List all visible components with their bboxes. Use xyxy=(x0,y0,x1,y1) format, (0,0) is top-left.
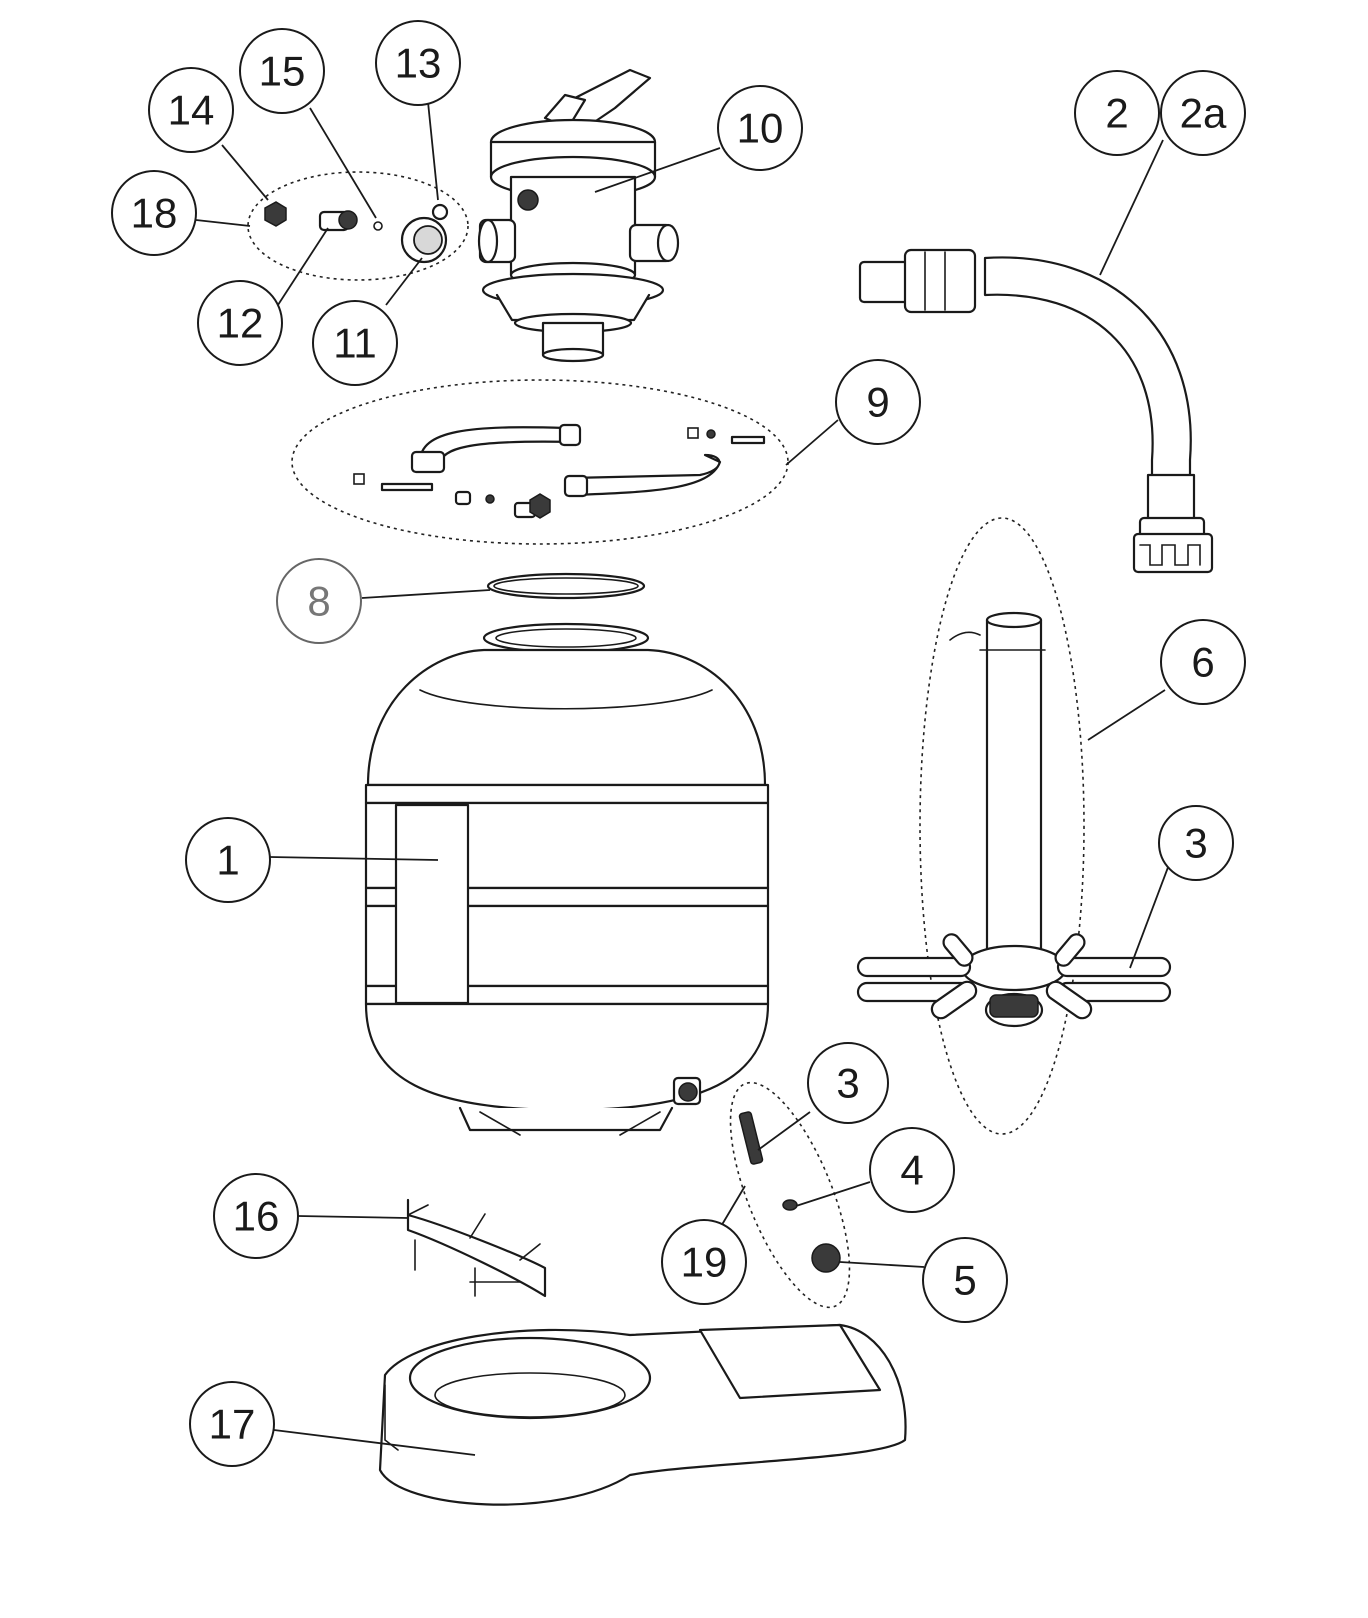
part-tank-support xyxy=(406,1198,547,1298)
callout-13: 13 xyxy=(375,20,461,106)
callout-5-label: 5 xyxy=(953,1257,976,1304)
part-drain-set xyxy=(729,1081,851,1309)
part-multiport-valve xyxy=(477,68,680,363)
callout-6: 6 xyxy=(1160,619,1246,705)
callout-9-label: 9 xyxy=(866,379,889,426)
callout-6-label: 6 xyxy=(1191,639,1214,686)
part-tank-o-ring xyxy=(486,572,646,600)
callout-11: 11 xyxy=(312,300,398,386)
callout-12: 12 xyxy=(197,280,283,366)
callout-1: 1 xyxy=(185,817,271,903)
part-connection-hose xyxy=(858,248,1214,574)
callout-13-label: 13 xyxy=(395,40,442,87)
callout-4: 4 xyxy=(869,1127,955,1213)
callout-19-label: 19 xyxy=(681,1239,728,1286)
part-filter-base xyxy=(378,1323,907,1506)
callout-3-drain-label: 3 xyxy=(836,1060,859,1107)
part-filter-tank xyxy=(364,622,770,1136)
callout-2a: 2a xyxy=(1160,70,1246,156)
callout-3-laterals-label: 3 xyxy=(1184,820,1207,867)
callout-2: 2 xyxy=(1074,70,1160,156)
callout-16: 16 xyxy=(213,1173,299,1259)
callout-15-label: 15 xyxy=(259,48,306,95)
callout-18: 18 xyxy=(111,170,197,256)
callout-10-label: 10 xyxy=(737,105,784,152)
callout-3-drain: 3 xyxy=(807,1042,889,1124)
callout-17: 17 xyxy=(189,1381,275,1467)
callout-11-label: 11 xyxy=(333,320,377,367)
callout-15: 15 xyxy=(239,28,325,114)
callout-17-label: 17 xyxy=(209,1401,256,1448)
callout-8-label: 8 xyxy=(307,578,330,625)
callout-4-label: 4 xyxy=(900,1147,923,1194)
part-group-valve-fittings xyxy=(247,171,469,281)
callout-16-label: 16 xyxy=(233,1193,280,1240)
callout-10: 10 xyxy=(717,85,803,171)
callout-18-label: 18 xyxy=(131,190,178,237)
part-clamp-set xyxy=(291,379,789,545)
callout-14-label: 14 xyxy=(168,87,215,134)
callout-3-laterals: 3 xyxy=(1158,805,1234,881)
callout-5: 5 xyxy=(922,1237,1008,1323)
callout-14: 14 xyxy=(148,67,234,153)
callout-2a-label: 2a xyxy=(1180,90,1227,137)
leader-lines xyxy=(195,101,1171,1456)
part-laterals-assembly xyxy=(856,517,1172,1135)
lateral-arms xyxy=(856,933,1172,1020)
callout-9: 9 xyxy=(835,359,921,445)
callout-1-label: 1 xyxy=(216,837,239,884)
callout-12-label: 12 xyxy=(217,300,264,347)
callout-8: 8 xyxy=(276,558,362,644)
callout-19: 19 xyxy=(661,1219,747,1305)
callout-2-label: 2 xyxy=(1105,90,1128,137)
